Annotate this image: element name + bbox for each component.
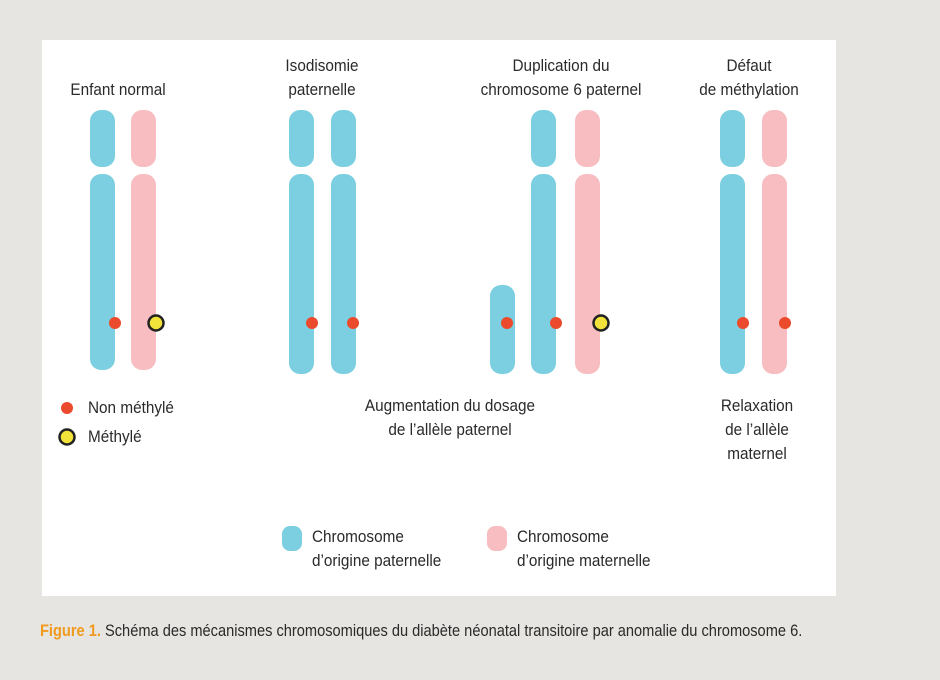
legend-non-methyle-label: Non méthylé [88, 398, 174, 417]
legend-unmethylated-dot [61, 402, 73, 414]
unmethylated-dot [109, 317, 121, 329]
legend-methylated-dot [58, 428, 76, 446]
group-duplication [490, 110, 610, 374]
unmethylated-dot [347, 317, 359, 329]
legend-methyle-label: Méthylé [88, 427, 142, 446]
legend-maternal-line1: Chromosome [517, 527, 609, 546]
unmethylated-dot [779, 317, 791, 329]
methylated-dot [592, 314, 610, 332]
group-isodisomie [289, 110, 359, 374]
paternal-chromosome-short-arm [720, 110, 745, 167]
unmethylated-dot [501, 317, 513, 329]
paternal-chromosome-short-arm [331, 110, 356, 167]
unmethylated-dot [550, 317, 562, 329]
duplicated-paternal-fragment [490, 285, 515, 374]
paternal-chromosome-short-arm [531, 110, 556, 167]
figure-caption: Figure 1. Schéma des mécanismes chromoso… [40, 621, 802, 641]
legend-paternal-line2: d’origine paternelle [312, 551, 442, 570]
paternal-chromosome-long-arm [90, 174, 115, 370]
unmethylated-dot [737, 317, 749, 329]
unmethylated-dot [306, 317, 318, 329]
paternal-chromosome-long-arm [720, 174, 745, 374]
maternal-chromosome-short-arm [575, 110, 600, 167]
annotation-relaxation-line1: Relaxation [720, 396, 794, 415]
figure-label: Figure 1. [40, 621, 101, 640]
title-isodisomie-line1: Isodisomie [285, 56, 359, 75]
paternal-chromosome-long-arm [331, 174, 356, 374]
group-enfant-normal [90, 110, 165, 370]
legend-paternal-swatch [282, 526, 302, 551]
maternal-chromosome-long-arm [575, 174, 600, 374]
paternal-chromosome-short-arm [289, 110, 314, 167]
figure-caption-text: Schéma des mécanismes chromosomiques du … [100, 621, 803, 640]
annotation-relaxation-line2: de l’allèle [725, 420, 789, 439]
title-defaut-line1: Défaut [726, 56, 772, 75]
paternal-chromosome-long-arm [289, 174, 314, 374]
legend-paternal-line1: Chromosome [312, 527, 404, 546]
methylated-dot [147, 314, 165, 332]
maternal-chromosome-short-arm [762, 110, 787, 167]
title-enfant-normal: Enfant normal [70, 80, 166, 99]
group-defaut-methylation [720, 110, 791, 374]
maternal-chromosome-short-arm [131, 110, 156, 167]
maternal-chromosome-long-arm [762, 174, 787, 374]
legend-maternal-swatch [487, 526, 507, 551]
title-duplication-line1: Duplication du [512, 56, 610, 75]
legend-maternal-line2: d’origine maternelle [517, 551, 651, 570]
paternal-chromosome-short-arm [90, 110, 115, 167]
figure-panel [42, 40, 836, 596]
title-defaut-line2: de méthylation [699, 80, 799, 99]
annotation-relaxation-line3: maternel [727, 444, 787, 463]
annotation-augmentation-line1: Augmentation du dosage [364, 396, 536, 415]
maternal-chromosome-long-arm [131, 174, 156, 370]
annotation-augmentation-line2: de l’allèle paternel [388, 420, 512, 439]
paternal-chromosome-long-arm [531, 174, 556, 374]
title-duplication-line2: chromosome 6 paternel [480, 80, 642, 99]
title-isodisomie-line2: paternelle [288, 80, 356, 99]
